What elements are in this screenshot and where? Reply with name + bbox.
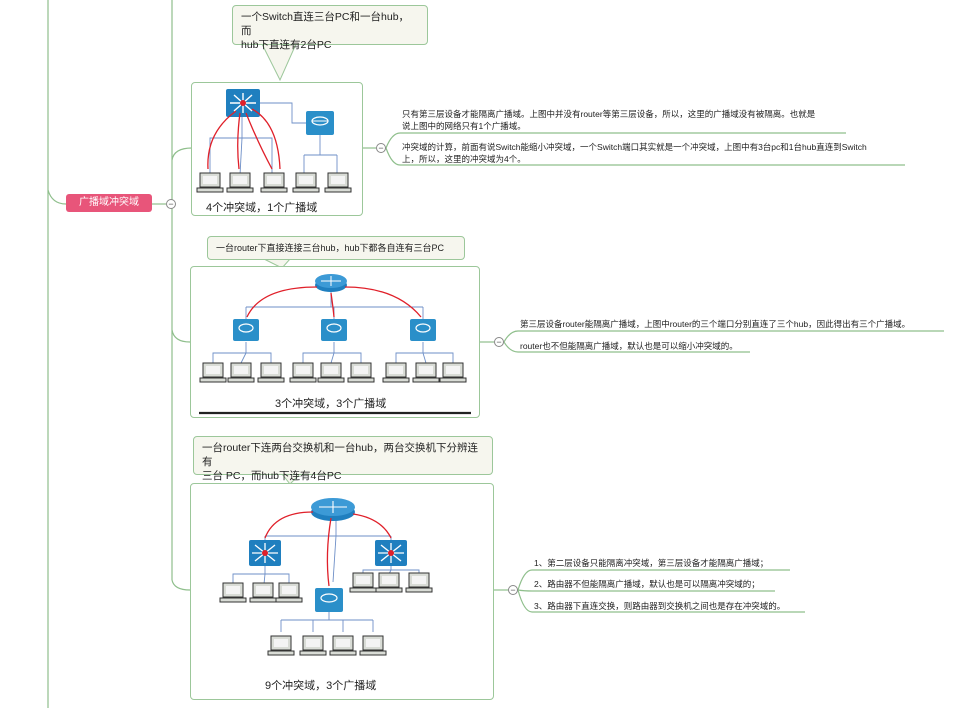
- collapse-toggle-section1[interactable]: −: [376, 143, 386, 153]
- root-topic-node[interactable]: 广播域冲突域: [66, 194, 152, 212]
- section1-callout-line: 一个Switch直连三台PC和一台hub，而: [241, 11, 410, 37]
- section1-caption: 4个冲突域，1个广播域: [206, 202, 318, 214]
- section1-note-broadcast: 只有第三层设备才能隔离广播域。上图中并没有router等第三层设备，所以，这里的…: [402, 108, 852, 132]
- pc-icon: [382, 362, 410, 383]
- pc-icon: [329, 635, 357, 656]
- section2-diagram-frame: 3个冲突域，3个广播域: [190, 266, 480, 418]
- section3-caption: 9个冲突域，3个广播域: [265, 680, 377, 692]
- switch-icon: [226, 89, 260, 117]
- note-line: 3、路由器下直连交换，则路由器到交换机之间也是存在冲突域的。: [534, 601, 786, 611]
- pc-icon: [439, 362, 467, 383]
- pc-icon: [405, 572, 433, 593]
- section3-network-diagram: [219, 498, 433, 656]
- note-line: router也不但能隔离广播域，默认也是可以缩小冲突域的。: [520, 341, 738, 351]
- section3-callout: 一台router下连两台交换机和一台hub，两台交换机下分辨连有 三台 PC，而…: [193, 436, 493, 482]
- pc-icon: [249, 582, 277, 603]
- pc-icon: [317, 362, 345, 383]
- pc-icon: [299, 635, 327, 656]
- collapse-toggle-section2[interactable]: −: [494, 337, 504, 347]
- pc-icon: [257, 362, 285, 383]
- section3-note-2: 2、路由器不但能隔离广播域，默认也是可以隔离冲突域的；: [534, 578, 794, 590]
- pc-icon: [412, 362, 440, 383]
- section1-callout: 一个Switch直连三台PC和一台hub，而 hub下直连有2台PC: [232, 5, 428, 51]
- section1-note-collision: 冲突域的计算，前面有说Switch能缩小冲突域，一个Switch端口其实就是一个…: [402, 141, 907, 165]
- note-line: 上，所以，这里的冲突域为4个。: [402, 154, 526, 164]
- pc-icon: [289, 362, 317, 383]
- section2-note-collision: router也不但能隔离广播域，默认也是可以缩小冲突域的。: [520, 340, 820, 352]
- section1-network-diagram: [196, 89, 352, 193]
- red-arrow: [264, 511, 392, 587]
- section2-caption: 3个冲突域，3个广播域: [275, 398, 387, 410]
- red-arrow: [246, 286, 422, 318]
- router-icon: [311, 498, 355, 521]
- pc-icon: [375, 572, 403, 593]
- section2-callout: 一台router下直接连接三台hub，hub下都各自连有三台PC: [207, 236, 465, 260]
- section1-diagram-frame: 4个冲突域，1个广播域: [191, 82, 363, 216]
- section1-callout-line: hub下直连有2台PC: [241, 39, 332, 51]
- pc-icon: [292, 172, 320, 193]
- pc-icon: [219, 582, 247, 603]
- section2-network-diagram: [199, 274, 471, 415]
- note-line: 第三层设备router能隔离广播域，上图中router的三个端口分别直连了三个h…: [520, 319, 911, 329]
- switch-icon: [249, 540, 281, 566]
- section2-callout-line: 一台router下直接连接三台hub，hub下都各自连有三台PC: [216, 243, 445, 253]
- section2-note-broadcast: 第三层设备router能隔离广播域，上图中router的三个端口分别直连了三个h…: [520, 318, 950, 330]
- router-icon: [315, 274, 347, 292]
- note-line: 冲突域的计算，前面有说Switch能缩小冲突域，一个Switch端口其实就是一个…: [402, 142, 867, 152]
- section3-note-3: 3、路由器下直连交换，则路由器到交换机之间也是存在冲突域的。: [534, 600, 824, 612]
- section3-callout-line: 三台 PC，而hub下连有4台PC: [202, 470, 342, 482]
- section3-callout-line: 一台router下连两台交换机和一台hub，两台交换机下分辨连有: [202, 442, 478, 468]
- note-line: 说上图中的网络只有1个广播域。: [402, 121, 526, 131]
- hub-icon: [321, 319, 347, 341]
- pc-icon: [227, 362, 255, 383]
- pc-icon: [260, 172, 288, 193]
- collapse-toggle-root[interactable]: −: [166, 199, 176, 209]
- note-line: 只有第三层设备才能隔离广播域。上图中并没有router等第三层设备，所以，这里的…: [402, 109, 816, 119]
- section3-diagram-frame: 9个冲突域，3个广播域: [190, 483, 494, 700]
- note-line: 1、第二层设备只能隔离冲突域，第三层设备才能隔离广播域；: [534, 558, 769, 568]
- red-arrow: [207, 108, 281, 170]
- hub-icon: [233, 319, 259, 341]
- pc-icon: [349, 572, 377, 593]
- collapse-toggle-section3[interactable]: −: [508, 585, 518, 595]
- pc-icon: [275, 582, 303, 603]
- section3-note-1: 1、第二层设备只能隔离冲突域，第三层设备才能隔离广播域；: [534, 557, 804, 569]
- pc-icon: [267, 635, 295, 656]
- switch-icon: [375, 540, 407, 566]
- pc-icon: [196, 172, 224, 193]
- pc-icon: [359, 635, 387, 656]
- pc-icon: [199, 362, 227, 383]
- pc-icon: [226, 172, 254, 193]
- hub-icon: [306, 111, 334, 135]
- pc-icon: [324, 172, 352, 193]
- hub-icon: [315, 588, 343, 612]
- note-line: 2、路由器不但能隔离广播域，默认也是可以隔离冲突域的；: [534, 579, 760, 589]
- hub-icon: [410, 319, 436, 341]
- pc-icon: [347, 362, 375, 383]
